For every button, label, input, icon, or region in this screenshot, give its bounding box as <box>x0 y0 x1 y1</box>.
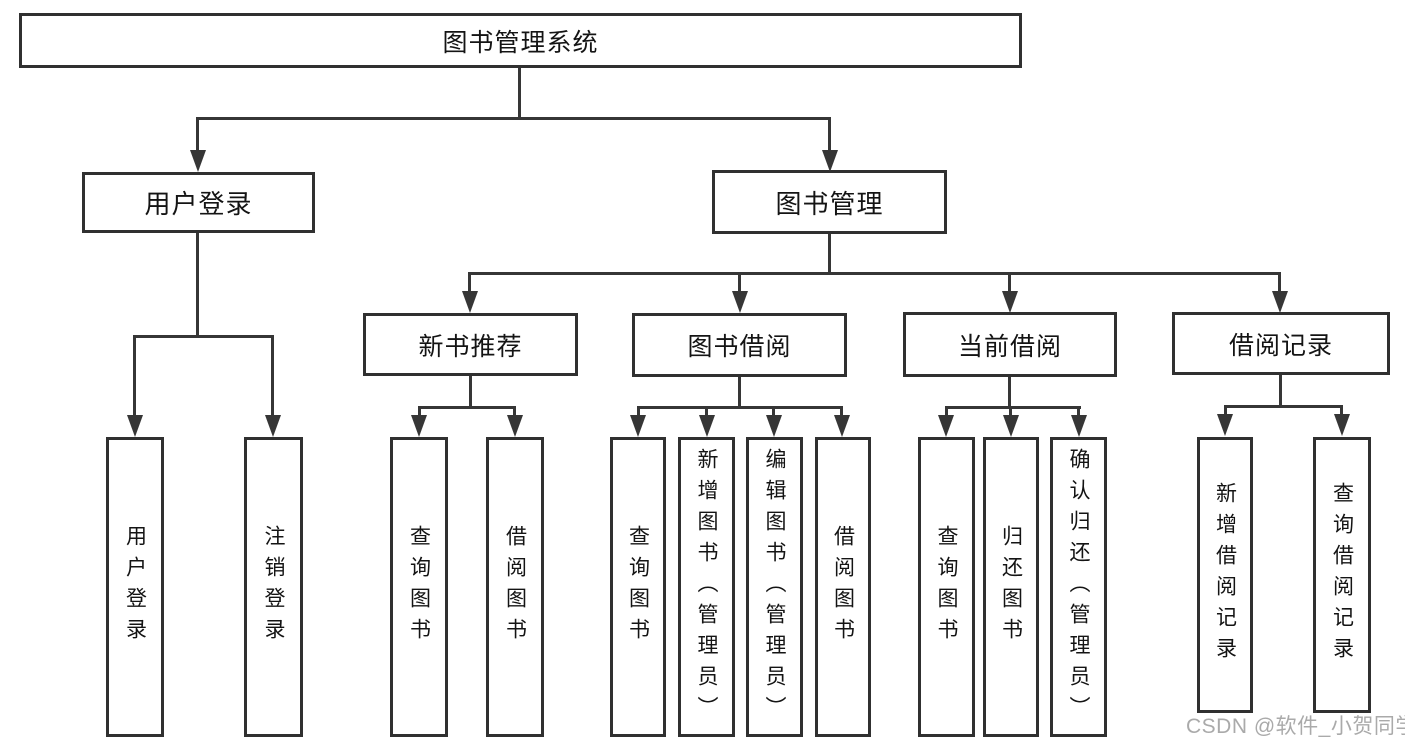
line-drop-leaf-user-login <box>133 335 136 415</box>
leaf-add-borrow-record-label: 新增借阅记录 <box>1213 482 1237 668</box>
node-borrow-records-label: 借阅记录 <box>1228 331 1333 360</box>
line-drop <box>840 406 843 415</box>
arrow-down-icon <box>732 291 748 313</box>
node-root: 图书管理系统 <box>19 13 1022 68</box>
arrow-down-icon <box>411 415 427 437</box>
leaf-user-login: 用户登录 <box>106 437 164 737</box>
arrow-down-icon <box>630 415 646 437</box>
leaf-logout-label: 注销登录 <box>262 525 285 649</box>
arrow-down-icon <box>1334 414 1350 436</box>
line-user-login-stem <box>196 233 199 335</box>
arrow-down-icon <box>822 150 838 172</box>
leaf-borrow-books-recommend-label: 借阅图书 <box>503 525 527 649</box>
line-current-borrow-stem <box>1008 377 1011 406</box>
line-new-book-recommend-stem <box>469 376 472 406</box>
leaf-user-login-label: 用户登录 <box>123 525 147 649</box>
leaf-return-books: 归还图书 <box>983 437 1039 737</box>
line-drop <box>1340 405 1343 414</box>
arrow-down-icon <box>507 415 523 437</box>
line-book-borrow-stem <box>738 377 741 406</box>
arrow-down-icon <box>766 415 782 437</box>
node-current-borrow-label: 当前借阅 <box>957 332 1062 361</box>
line-drop-leaf-logout <box>271 335 274 415</box>
line-borrow-records-stem <box>1279 375 1282 405</box>
leaf-query-books-borrow-label: 查询图书 <box>626 525 650 649</box>
arrow-down-icon <box>1272 291 1288 313</box>
leaf-borrow-books: 借阅图书 <box>815 437 871 737</box>
line-drop <box>772 406 775 415</box>
arrow-down-icon <box>1003 415 1019 437</box>
leaf-query-books-recommend: 查询图书 <box>390 437 448 737</box>
line-borrow-records-branch <box>1224 405 1343 408</box>
leaf-return-books-label: 归还图书 <box>999 525 1023 649</box>
line-drop-current-borrow <box>1008 272 1011 291</box>
node-user-login-label: 用户登录 <box>144 189 253 219</box>
node-book-borrow-label: 图书借阅 <box>687 333 792 361</box>
leaf-confirm-return-admin-label: 确认归还（管理员） <box>1067 447 1090 727</box>
arrow-down-icon <box>190 150 206 172</box>
node-book-management: 图书管理 <box>712 170 947 234</box>
leaf-add-books-admin: 新增图书（管理员） <box>678 437 735 737</box>
line-new-book-recommend-branch <box>418 406 516 409</box>
line-drop-user-login <box>196 117 199 150</box>
arrow-down-icon <box>938 415 954 437</box>
node-current-borrow: 当前借阅 <box>903 312 1117 377</box>
node-root-label: 图书管理系统 <box>442 28 599 57</box>
node-new-book-recommend-label: 新书推荐 <box>418 332 523 361</box>
arrow-down-icon <box>265 415 281 437</box>
arrow-down-icon <box>127 415 143 437</box>
node-book-management-label: 图书管理 <box>775 188 884 219</box>
line-book-management-branch <box>468 272 1281 275</box>
line-drop <box>513 406 516 415</box>
arrow-down-icon <box>1071 415 1087 437</box>
line-drop-book-borrow <box>738 272 741 291</box>
leaf-query-books-borrow: 查询图书 <box>610 437 666 737</box>
line-drop <box>705 406 708 415</box>
node-user-login: 用户登录 <box>82 172 315 233</box>
arrow-down-icon <box>699 415 715 437</box>
leaf-query-books-recommend-label: 查询图书 <box>407 525 431 649</box>
line-drop <box>1077 406 1080 415</box>
arrow-down-icon <box>462 291 478 313</box>
leaf-add-books-admin-label: 新增图书（管理员） <box>695 447 718 727</box>
leaf-confirm-return-admin: 确认归还（管理员） <box>1050 437 1107 737</box>
leaf-query-books-current-label: 查询图书 <box>935 525 958 649</box>
line-root-branch <box>196 117 831 120</box>
leaf-logout: 注销登录 <box>244 437 303 737</box>
leaf-query-borrow-record: 查询借阅记录 <box>1313 437 1371 713</box>
line-drop <box>1224 405 1227 414</box>
line-drop <box>418 406 421 415</box>
line-current-borrow-branch <box>945 406 1081 409</box>
watermark: CSDN @软件_小贺同学 <box>1186 715 1405 738</box>
line-book-management-stem <box>828 234 831 272</box>
line-root-stem <box>518 68 521 117</box>
leaf-borrow-books-recommend: 借阅图书 <box>486 437 544 737</box>
arrow-down-icon <box>1002 291 1018 313</box>
line-drop-borrow-records <box>1278 272 1281 291</box>
leaf-add-borrow-record: 新增借阅记录 <box>1197 437 1253 713</box>
leaf-query-books-current: 查询图书 <box>918 437 975 737</box>
arrow-down-icon <box>1217 414 1233 436</box>
leaf-query-borrow-record-label: 查询借阅记录 <box>1330 482 1354 668</box>
arrow-down-icon <box>834 415 850 437</box>
leaf-edit-books-admin: 编辑图书（管理员） <box>746 437 803 737</box>
node-borrow-records: 借阅记录 <box>1172 312 1390 375</box>
node-new-book-recommend: 新书推荐 <box>363 313 578 376</box>
line-drop <box>637 406 640 415</box>
line-drop-new-book-recommend <box>468 272 471 291</box>
node-book-borrow: 图书借阅 <box>632 313 847 377</box>
leaf-edit-books-admin-label: 编辑图书（管理员） <box>763 447 786 727</box>
line-drop-book-management <box>828 117 831 150</box>
line-drop <box>1009 406 1012 415</box>
line-book-borrow-branch <box>637 406 843 409</box>
leaf-borrow-books-label: 借阅图书 <box>831 525 855 649</box>
line-user-login-branch <box>133 335 274 338</box>
line-drop <box>945 406 948 415</box>
